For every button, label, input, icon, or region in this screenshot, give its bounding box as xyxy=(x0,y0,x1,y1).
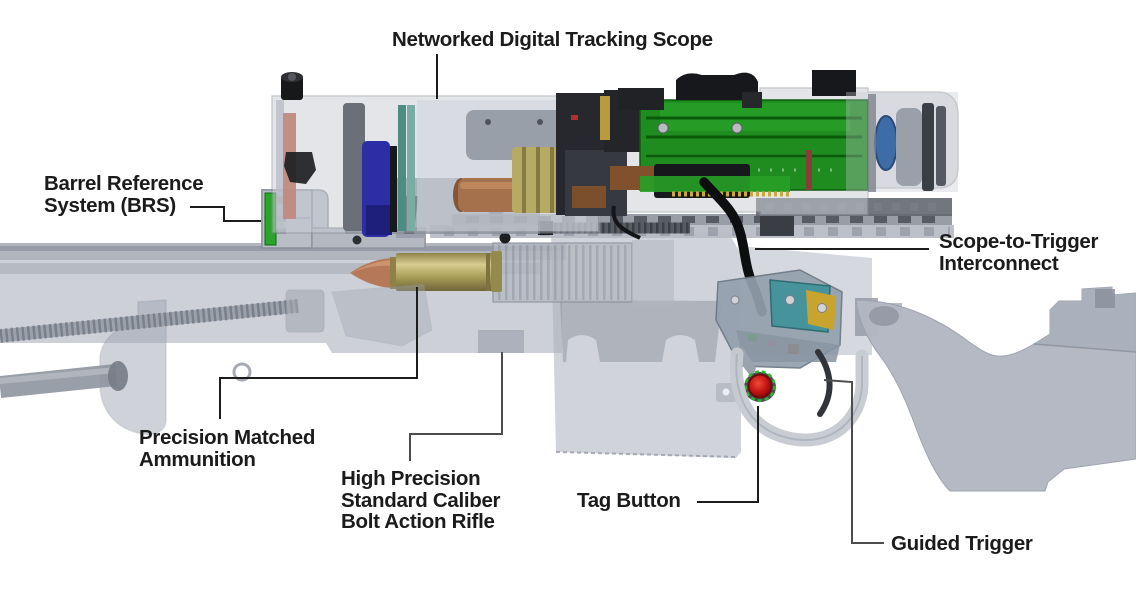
leader-trigger xyxy=(823,379,884,544)
label-tag-button: Tag Button xyxy=(577,489,681,512)
cartridge xyxy=(350,251,502,292)
barrel-threads xyxy=(492,240,674,306)
tracking-scope xyxy=(271,70,959,237)
label-ammunition: Precision Matched Ammunition xyxy=(139,426,316,471)
label-bolt-action-rifle: High Precision Standard Caliber Bolt Act… xyxy=(341,467,501,533)
teal-lens-1 xyxy=(398,105,406,231)
teal-lens-2 xyxy=(407,105,415,231)
label-brs: Barrel Reference System (BRS) xyxy=(44,172,204,217)
tag-button xyxy=(744,370,776,402)
eyepiece-lens xyxy=(874,115,898,171)
leader-tag xyxy=(697,406,759,503)
label-guided-trigger: Guided Trigger xyxy=(891,532,1033,555)
bipod xyxy=(0,283,433,436)
stock xyxy=(855,286,1136,492)
trigger-electronics xyxy=(715,269,843,378)
trigger-blade xyxy=(815,349,833,417)
label-interconnect: Scope-to-Trigger Interconnect xyxy=(939,230,1099,275)
leader-rifle xyxy=(409,352,503,461)
leader-lines xyxy=(190,54,929,544)
label-tracking-scope: Networked Digital Tracking Scope xyxy=(392,28,713,51)
leader-ammo xyxy=(219,287,418,419)
leader-brs xyxy=(190,206,261,222)
